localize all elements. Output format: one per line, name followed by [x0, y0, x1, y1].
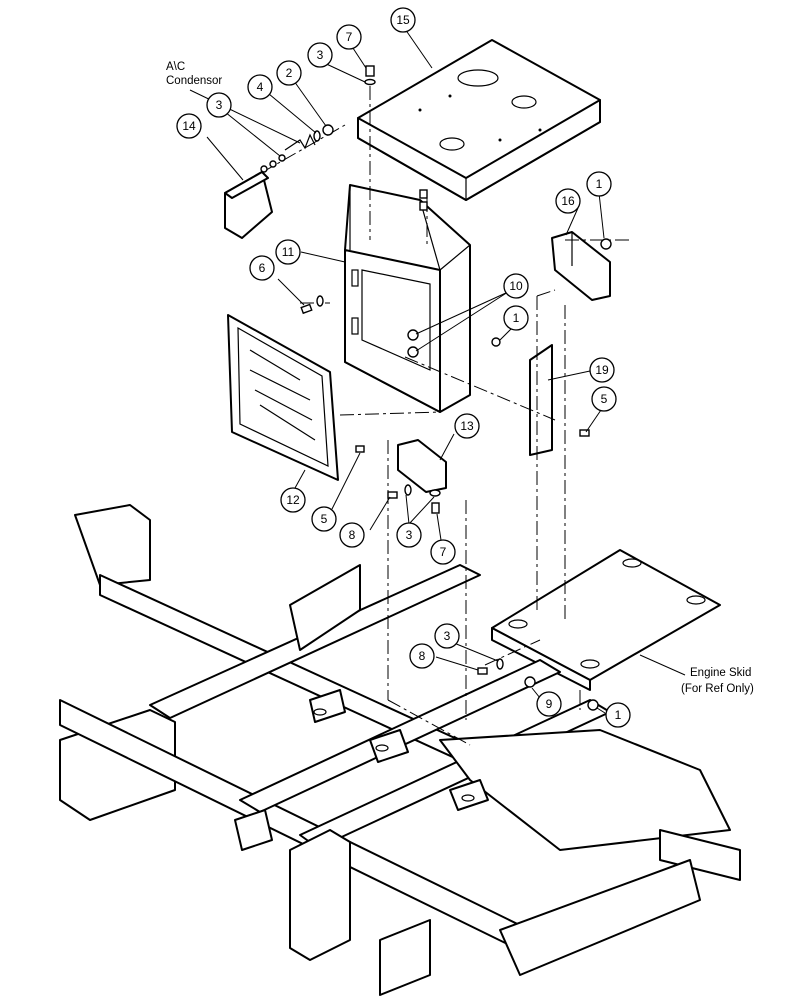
callout-19: 19: [589, 357, 615, 383]
callout-2: 2: [276, 60, 302, 86]
svg-text:13: 13: [460, 419, 474, 433]
svg-text:19: 19: [595, 363, 609, 377]
callout-8: 8: [339, 522, 365, 548]
svg-text:7: 7: [440, 545, 447, 559]
bolt-icon: [431, 502, 440, 514]
text-labels: A\C Condensor Engine Skid (For Ref Only): [166, 61, 754, 695]
svg-text:3: 3: [216, 98, 223, 112]
nut-icon: [524, 676, 536, 688]
ac-condensor-label-line1: A\C: [166, 61, 185, 73]
svg-text:1: 1: [596, 177, 603, 191]
svg-text:1: 1: [513, 311, 520, 325]
bolt-icon: [355, 445, 365, 453]
alignment-lines: [239, 86, 630, 746]
nut-icon: [407, 329, 419, 341]
callout-7: 7: [336, 24, 362, 50]
washer-icon: [269, 160, 277, 168]
svg-text:3: 3: [406, 528, 413, 542]
svg-text:7: 7: [346, 30, 353, 44]
callout-6: 6: [249, 255, 275, 281]
callout-10: 10: [503, 273, 529, 299]
washer-icon: [429, 489, 441, 497]
callout-8: 8: [409, 643, 435, 669]
callout-12: 12: [280, 487, 306, 513]
callout-15: 15: [390, 7, 416, 33]
svg-text:5: 5: [601, 392, 608, 406]
callout-3: 3: [206, 92, 232, 118]
svg-text:9: 9: [546, 697, 553, 711]
svg-text:6: 6: [259, 261, 266, 275]
callout-1: 1: [605, 702, 631, 728]
callout-14: 14: [176, 113, 202, 139]
shroud-part-14: [224, 171, 273, 239]
callout-13: 13: [454, 413, 480, 439]
screen-part-12: [227, 314, 339, 481]
svg-text:5: 5: [321, 512, 328, 526]
washer-icon: [364, 78, 376, 86]
washer-icon: [278, 154, 286, 162]
bracket-part-13: [397, 439, 447, 493]
engine-skid-reference: [491, 549, 721, 691]
washer-icon: [316, 295, 324, 307]
engine-skid-label-line1: Engine Skid: [690, 667, 751, 679]
svg-text:16: 16: [561, 194, 575, 208]
callout-16: 16: [555, 188, 581, 214]
svg-text:8: 8: [419, 649, 426, 663]
callout-3: 3: [434, 623, 460, 649]
callout-11: 11: [275, 239, 301, 265]
callout-3: 3: [396, 522, 422, 548]
bolt-icon: [419, 201, 428, 211]
svg-text:3: 3: [317, 48, 324, 62]
spring-icon: [284, 133, 316, 151]
svg-text:11: 11: [282, 245, 295, 259]
callout-5: 5: [311, 506, 337, 532]
nut-icon: [491, 337, 501, 347]
svg-text:10: 10: [509, 279, 523, 293]
callouts: 15 7 3 2 4 3 14 11 6 16 1 10 1 19 5 13 1…: [176, 7, 631, 728]
svg-text:1: 1: [615, 708, 622, 722]
svg-text:15: 15: [396, 13, 410, 27]
svg-text:14: 14: [182, 119, 196, 133]
callout-7: 7: [430, 539, 456, 565]
bolt-icon: [300, 303, 313, 315]
nut-icon: [322, 124, 334, 136]
svg-text:2: 2: [286, 66, 293, 80]
engine-skid-label-line2: (For Ref Only): [681, 683, 754, 695]
bolt-icon: [419, 189, 428, 199]
frame-housing-part-11: [344, 184, 471, 413]
callout-1: 1: [586, 171, 612, 197]
callout-4: 4: [247, 74, 273, 100]
chassis-frame: [59, 504, 741, 996]
bolt-icon: [365, 65, 375, 77]
nut-icon: [587, 699, 599, 711]
svg-text:12: 12: [286, 493, 300, 507]
callout-9: 9: [536, 691, 562, 717]
svg-text:3: 3: [444, 629, 451, 643]
leader-lines: [189, 25, 686, 714]
svg-text:4: 4: [257, 80, 264, 94]
fasteners: [260, 65, 612, 711]
strip-part-19: [529, 344, 553, 456]
washer-icon: [313, 130, 321, 142]
ac-condensor-label-line2: Condensor: [166, 75, 222, 87]
bolt-icon: [387, 491, 398, 499]
nut-icon: [600, 238, 612, 250]
callout-5: 5: [591, 386, 617, 412]
bolt-icon: [477, 667, 488, 675]
callout-1: 1: [503, 305, 529, 331]
svg-text:8: 8: [349, 528, 356, 542]
nut-icon: [407, 346, 419, 358]
bolt-icon: [579, 429, 590, 437]
callout-3: 3: [307, 42, 333, 68]
washer-icon: [496, 658, 504, 670]
top-cover-part-15: [357, 39, 601, 201]
washer-icon: [404, 484, 412, 496]
bracket-part-16: [551, 231, 611, 301]
washer-icon: [260, 165, 268, 173]
